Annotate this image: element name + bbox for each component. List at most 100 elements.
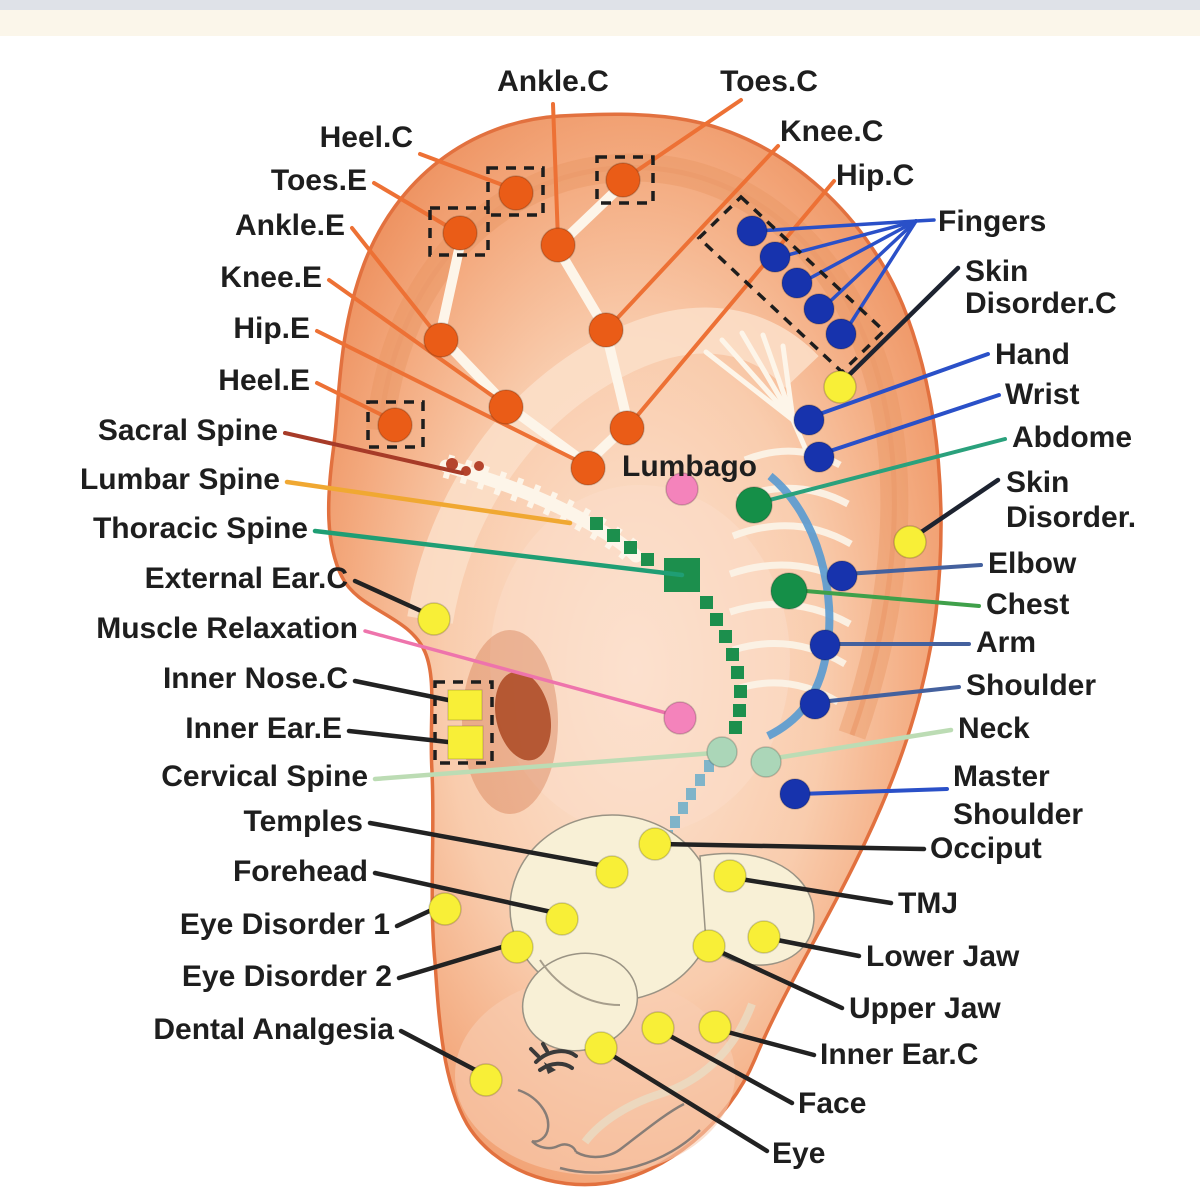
label-occiput: Occiput	[930, 832, 1042, 865]
acupoints-layer	[377, 162, 927, 1097]
acupoint-knee-c	[588, 312, 624, 348]
leader-line-upper-jaw	[709, 945, 845, 1011]
label-knee-c: Knee.C	[780, 115, 883, 148]
label-abdome: Abdome	[1012, 421, 1132, 454]
label-toes-c: Toes.C	[720, 65, 818, 98]
label-shoulder: Shoulder	[966, 669, 1096, 702]
acupoint-finger-2	[759, 241, 791, 273]
acupoint-dental-analgesia	[469, 1063, 503, 1097]
leader-line-ankle-e	[350, 226, 438, 336]
face-profile-sketch	[517, 1088, 701, 1174]
leader-line-finger-2	[778, 219, 918, 259]
acupoint-arm	[809, 629, 841, 661]
acupoint-finger-4	[803, 293, 835, 325]
acupoint-chest	[770, 572, 808, 610]
leader-line-temples	[367, 820, 608, 869]
leader-line-sacral-spine	[283, 431, 464, 475]
leader-line-toes-e	[372, 181, 454, 231]
leader-line-inner-nose-c	[352, 678, 451, 703]
label-inner-ear-c: Inner Ear.C	[820, 1038, 978, 1071]
acupoint-finger-5	[825, 318, 857, 350]
leader-line-dental-analgesia	[398, 1028, 484, 1076]
label-master-shoulder-2: Shoulder	[953, 798, 1083, 831]
label-wrist: Wrist	[1005, 378, 1079, 411]
leader-line-chest	[792, 588, 981, 608]
acupoint-lumbago	[665, 472, 699, 506]
leader-line-inner-ear-e	[346, 728, 451, 745]
label-eye-disorder-1: Eye Disorder 1	[180, 908, 390, 941]
leader-line-fingers-tail	[914, 218, 936, 223]
label-inner-nose-c: Inner Nose.C	[163, 662, 348, 695]
label-external-ear-c: External Ear.C	[145, 562, 348, 595]
label-inner-ear-e: Inner Ear.E	[185, 712, 342, 745]
acupoint-skin-disorder	[893, 525, 927, 559]
top-strip	[0, 0, 1200, 10]
acupoint-external-ear-c	[417, 602, 451, 636]
label-arm: Arm	[976, 626, 1036, 659]
label-dental-analgesia: Dental Analgesia	[153, 1013, 394, 1046]
leader-line-muscle-relaxation	[363, 629, 672, 716]
inner-ear-e-square	[447, 725, 484, 760]
acupoint-finger-1	[736, 215, 768, 247]
label-fingers: Fingers	[938, 205, 1046, 238]
acupoint-ankle-e	[423, 322, 459, 358]
acupoint-abdome	[735, 486, 773, 524]
eye-glyph	[529, 1042, 578, 1074]
leader-line-thoracic-spine	[312, 528, 685, 578]
acupoint-wrist	[803, 441, 835, 473]
label-skin-disorder-1: Skin	[1006, 466, 1069, 499]
leader-line-knee-e	[327, 278, 503, 404]
acupoint-toes-e	[442, 215, 478, 251]
label-skin-disorder-2: Disorder.	[1006, 501, 1136, 534]
leader-line-finger-4	[821, 219, 918, 310]
acupoint-forehead	[545, 902, 579, 936]
acupoint-eye	[584, 1031, 618, 1065]
acupoint-neck	[750, 746, 782, 778]
label-lower-jaw: Lower Jaw	[866, 940, 1020, 973]
label-sacral-spine: Sacral Spine	[98, 414, 278, 447]
label-heel-e: Heel.E	[218, 364, 310, 397]
acupoint-eye-disorder-2	[500, 930, 534, 964]
label-ankle-e: Ankle.E	[235, 209, 345, 242]
inner-nose-c-square	[447, 689, 483, 721]
label-cervical-spine: Cervical Spine	[161, 760, 368, 793]
acupoint-cervical-target	[706, 736, 738, 768]
acupoint-muscle-relaxation	[663, 701, 697, 735]
leader-line-lower-jaw	[764, 935, 862, 959]
leader-line-master-shoulder	[797, 787, 949, 796]
leader-line-ankle-c	[551, 102, 560, 242]
acupoint-skin-disorder-c	[823, 370, 857, 404]
label-muscle-relaxation: Muscle Relaxation	[96, 612, 358, 645]
ear-canal	[494, 671, 552, 761]
acupoint-finger-3	[781, 267, 813, 299]
acupoint-ankle-c	[540, 227, 576, 263]
label-face: Face	[798, 1087, 866, 1120]
acupoint-knee-e	[488, 389, 524, 425]
leader-line-hip-c	[630, 179, 836, 424]
acupoint-heel-e	[377, 407, 413, 443]
dashed-box-toes-e	[428, 206, 490, 257]
label-skin-disorder-c-1: Skin	[965, 255, 1028, 288]
leader-line-skin-disorder	[911, 477, 1001, 540]
label-tmj: TMJ	[898, 887, 958, 920]
leader-line-shoulder	[818, 685, 961, 704]
label-knee-e: Knee.E	[220, 261, 322, 294]
dashed-box-heel-e	[366, 400, 425, 449]
dashed-box-inner-nose-ear	[433, 680, 494, 765]
leader-line-heel-e	[315, 381, 394, 422]
leader-line-forehead	[372, 870, 559, 916]
label-heel-c: Heel.C	[320, 121, 413, 154]
label-skin-disorder-c-2: Disorder.C	[965, 287, 1117, 320]
acupoint-hip-c	[609, 410, 645, 446]
acupoint-master-shoulder	[779, 778, 811, 810]
acupoint-tmj	[713, 859, 747, 893]
label-hand: Hand	[995, 338, 1070, 371]
label-eye-disorder-2: Eye Disorder 2	[182, 960, 392, 993]
leader-line-neck	[767, 727, 954, 762]
leader-line-knee-c	[608, 144, 780, 328]
label-forehead: Forehead	[233, 855, 368, 888]
acupoint-occiput	[638, 827, 672, 861]
leader-line-hand	[812, 352, 990, 418]
